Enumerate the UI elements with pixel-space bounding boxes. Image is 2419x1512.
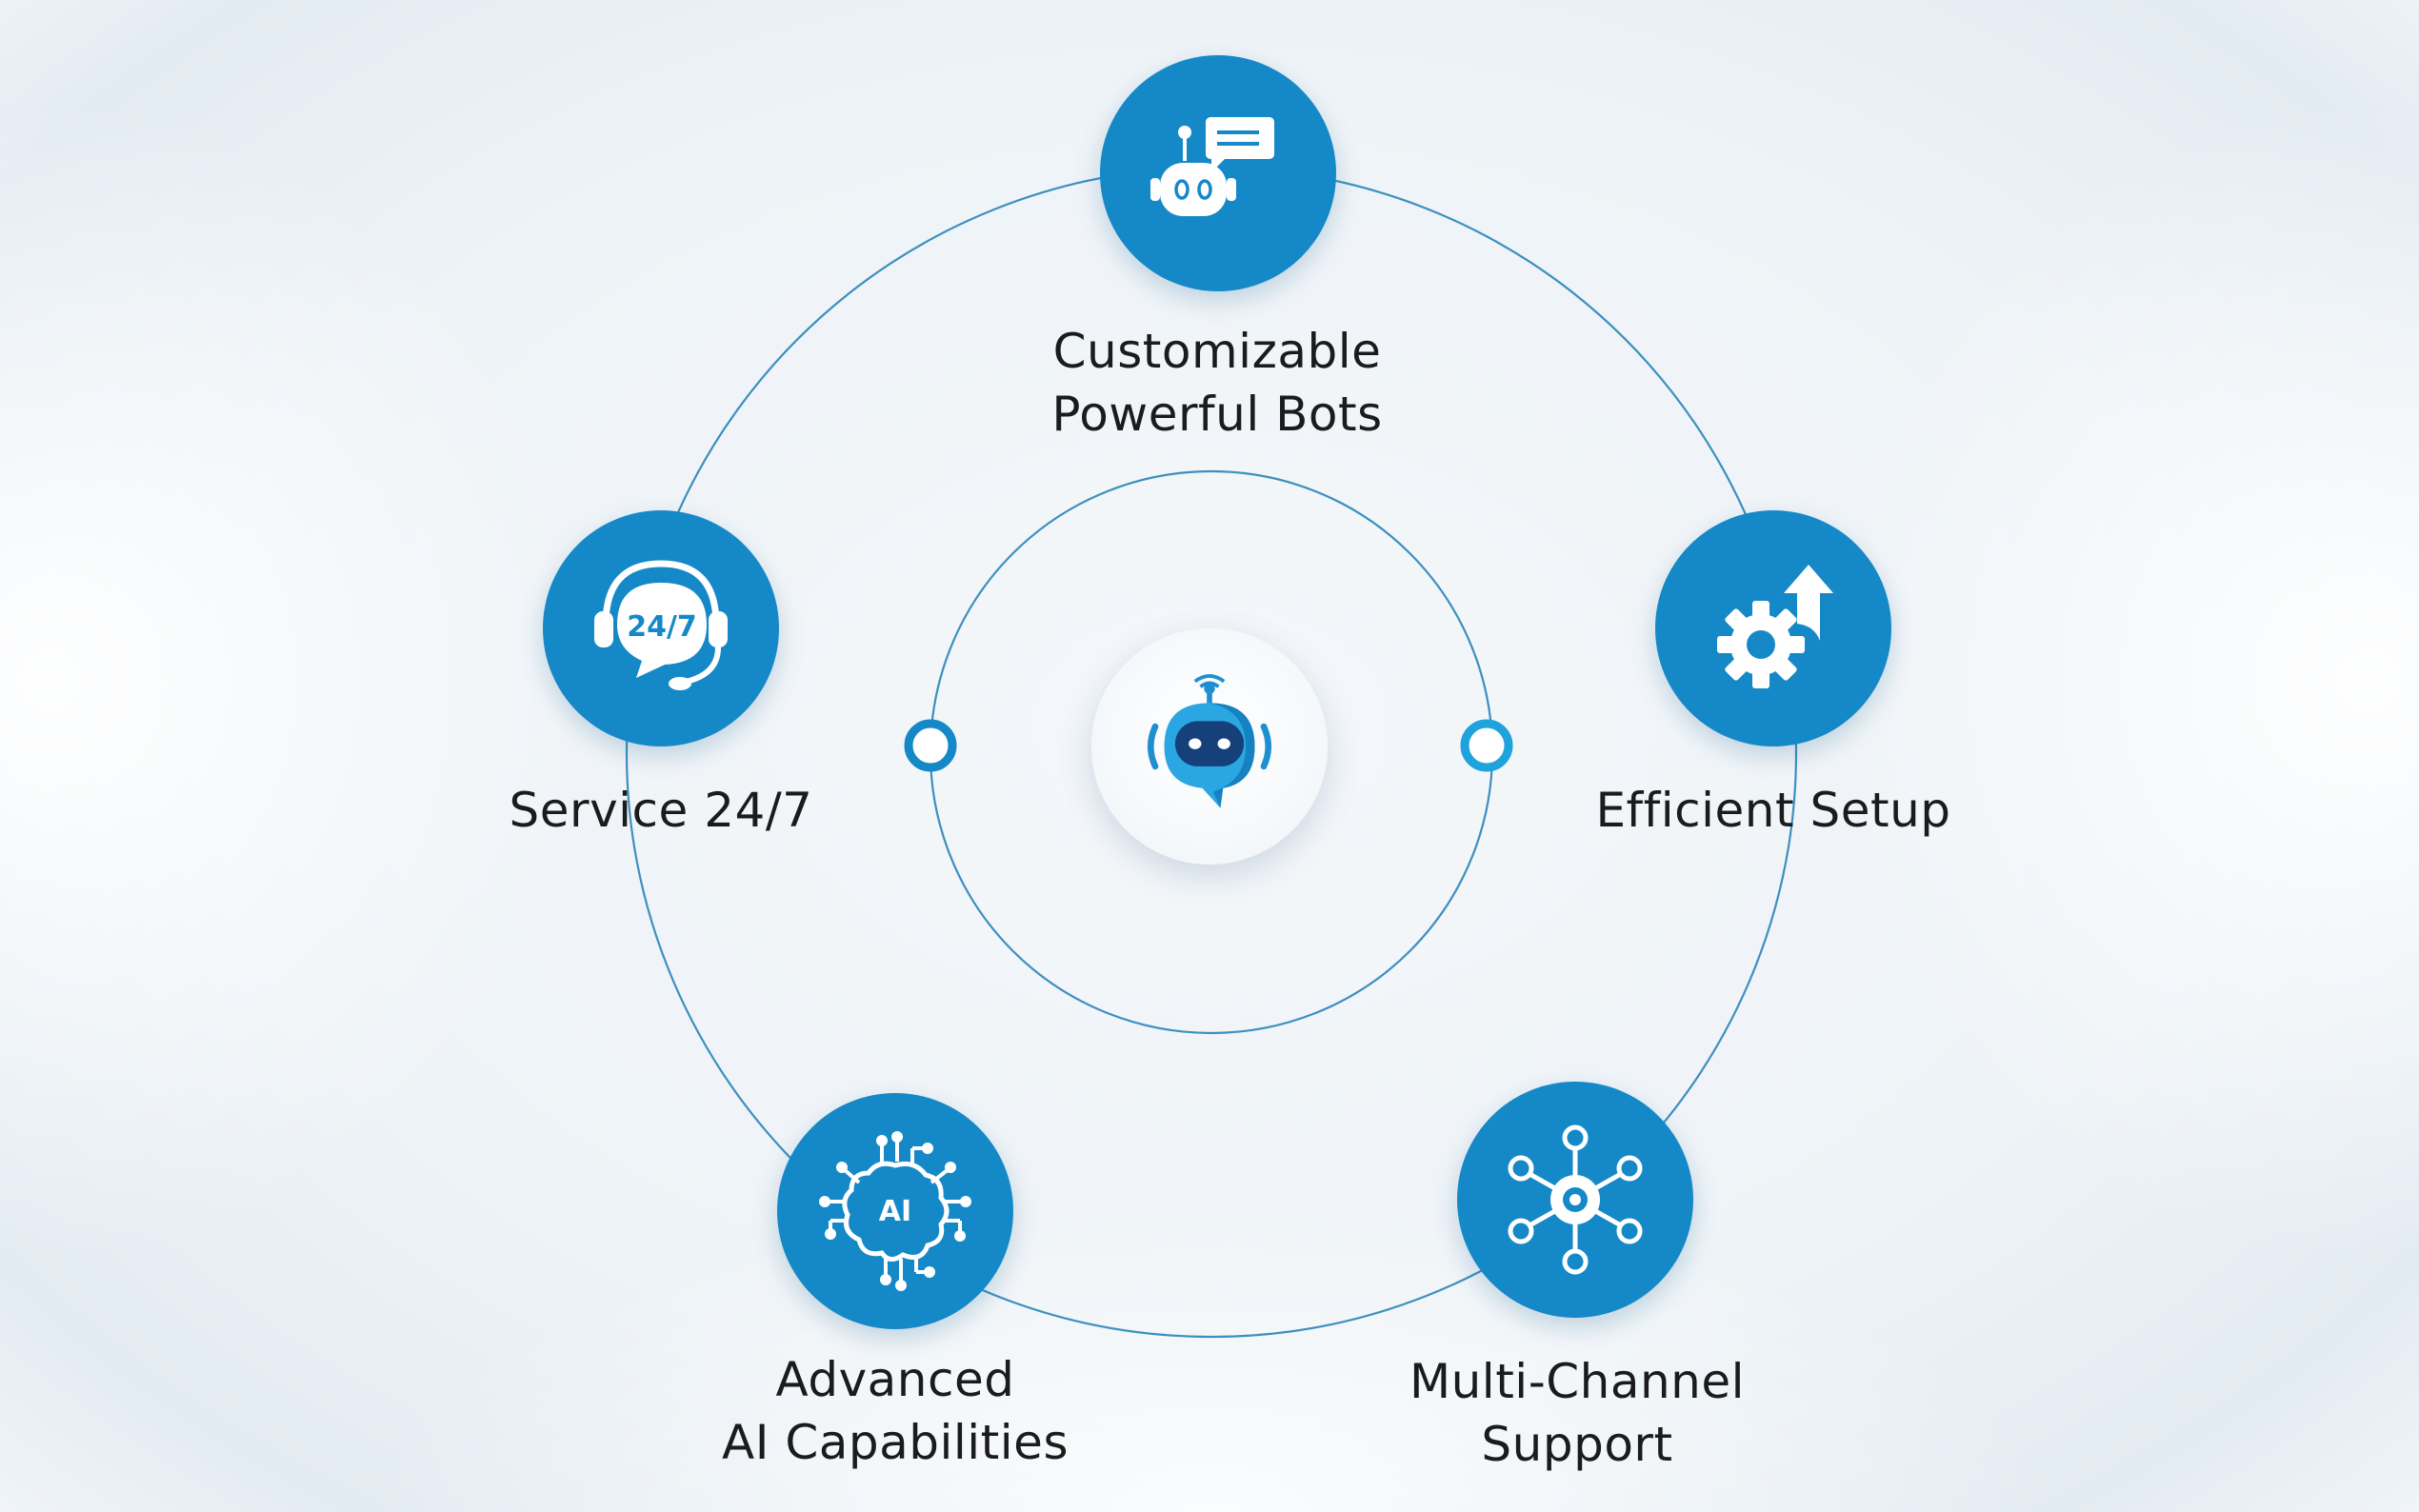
robot-chat-icon [1147, 674, 1272, 808]
svg-text:24/7: 24/7 [627, 610, 697, 644]
network-hub-icon [1508, 1124, 1643, 1275]
feature-label-multi-channel: Multi-Channel Support [1409, 1350, 1745, 1476]
feature-node-customizable-bots [1100, 55, 1336, 291]
feature-node-ai-capabilities: AI [777, 1093, 1013, 1329]
inner-ring-left-dot [904, 719, 957, 772]
feature-node-service-24-7: 24/7 [543, 510, 779, 746]
label-line: Advanced [775, 1352, 1015, 1407]
label-line: Powerful Bots [1051, 387, 1383, 442]
feature-node-multi-channel [1457, 1082, 1693, 1318]
label-line: Support [1481, 1417, 1673, 1472]
feature-node-efficient-setup [1655, 510, 1891, 746]
headset-24-7-icon: 24/7 [594, 560, 728, 690]
label-line: Efficient Setup [1595, 783, 1951, 838]
ai-brain-icon: AI [819, 1131, 971, 1291]
feature-label-ai-capabilities: Advanced AI Capabilities [722, 1348, 1069, 1474]
label-line: Customizable [1052, 324, 1382, 379]
gear-arrow-icon [1717, 565, 1833, 688]
feature-label-customizable-bots: Customizable Powerful Bots [1051, 320, 1382, 446]
label-line: AI Capabilities [722, 1415, 1069, 1470]
feature-label-service-24-7: Service 24/7 [510, 779, 813, 842]
svg-text:AI: AI [879, 1195, 911, 1228]
chatbot-icon [1150, 117, 1274, 216]
inner-ring-right-dot [1460, 719, 1513, 772]
label-line: Service 24/7 [509, 783, 813, 838]
feature-label-efficient-setup: Efficient Setup [1595, 779, 1950, 842]
center-robot-node [1091, 628, 1328, 865]
label-line: Multi-Channel [1409, 1354, 1746, 1409]
